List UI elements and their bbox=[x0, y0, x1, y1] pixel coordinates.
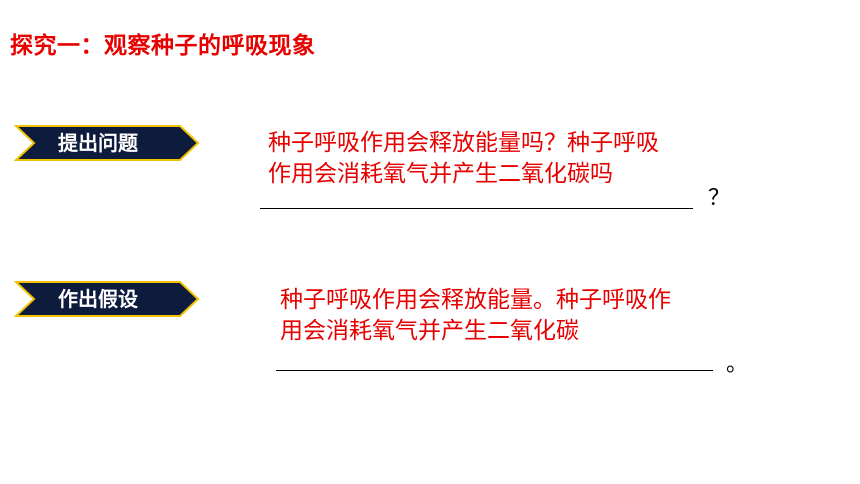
question-tag: 提出问题 bbox=[14, 124, 200, 162]
hypothesis-answer-underline bbox=[276, 370, 713, 371]
hypothesis-answer-line-1: 种子呼吸作用会释放能量。种子呼吸作 bbox=[280, 287, 671, 313]
hypothesis-answer: 种子呼吸作用会释放能量。种子呼吸作 用会消耗氧气并产生二氧化碳 bbox=[280, 285, 671, 347]
tag-arrow-shape bbox=[14, 125, 200, 161]
question-answer-line-2: 作用会消耗氧气并产生二氧化碳吗 bbox=[268, 161, 613, 187]
tag-arrow-shape bbox=[14, 281, 200, 317]
slide-title: 探究一：观察种子的呼吸现象 bbox=[10, 33, 316, 59]
question-answer: 种子呼吸作用会释放能量吗？种子呼吸 作用会消耗氧气并产生二氧化碳吗 bbox=[268, 128, 659, 190]
question-end-mark: ？ bbox=[708, 186, 731, 211]
hypothesis-answer-line-2: 用会消耗氧气并产生二氧化碳 bbox=[280, 318, 579, 344]
hypothesis-tag-label: 作出假设 bbox=[58, 287, 138, 311]
question-answer-line-1: 种子呼吸作用会释放能量吗？种子呼吸 bbox=[268, 130, 659, 156]
hypothesis-tag: 作出假设 bbox=[14, 280, 200, 318]
hypothesis-end-mark: 。 bbox=[726, 352, 749, 377]
question-answer-underline bbox=[260, 208, 693, 209]
question-tag-label: 提出问题 bbox=[58, 131, 138, 155]
